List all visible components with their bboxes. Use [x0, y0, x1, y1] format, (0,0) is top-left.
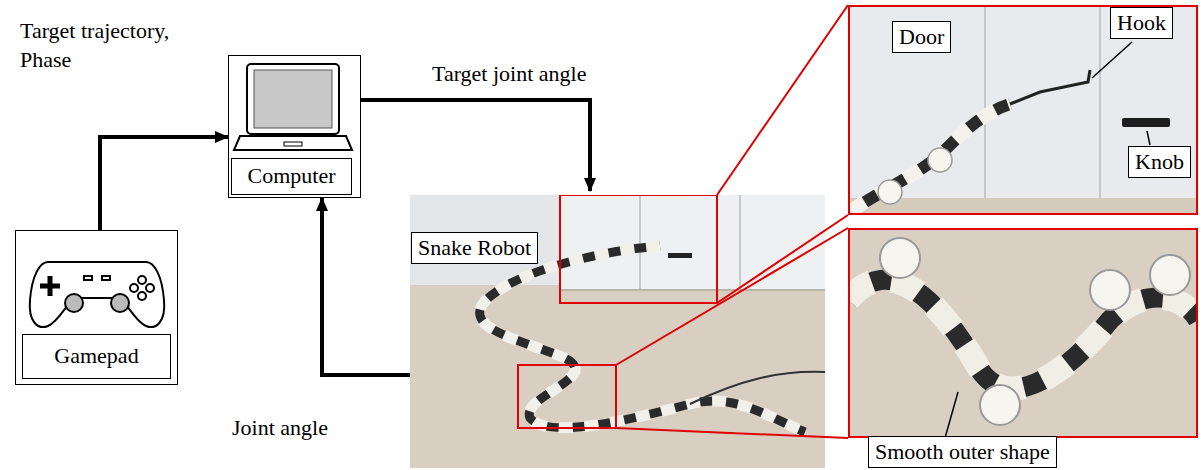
wheel	[878, 180, 902, 204]
gamepad-body	[30, 262, 165, 327]
leader-line	[945, 392, 958, 438]
gamepad-dpad	[40, 276, 60, 296]
snake-body	[848, 280, 1198, 389]
zoom-frame	[518, 365, 616, 428]
part-label: Hook	[1110, 7, 1173, 39]
wall	[848, 5, 1198, 215]
computer-box: Computer	[228, 55, 361, 198]
gamepad-button	[130, 284, 138, 292]
wall-panel	[560, 195, 825, 290]
snake-modules	[480, 246, 805, 432]
laptop-touchpad	[284, 142, 302, 146]
door-zoom-photo	[848, 5, 1198, 215]
part-label: Door	[892, 21, 951, 53]
gamepad-button	[138, 276, 146, 284]
robot-photo	[410, 195, 825, 468]
signal-arrow	[361, 100, 590, 191]
gamepad-select	[84, 276, 92, 280]
photo-label: Snake Robot	[411, 232, 538, 264]
gamepad-box: Gamepad	[15, 230, 178, 385]
laptop-base	[234, 136, 352, 150]
panel-seam	[639, 195, 641, 290]
edge-label: Target trajectory, Phase	[20, 17, 225, 74]
snake-body	[480, 246, 805, 432]
edge-label: Joint angle	[232, 414, 328, 443]
signal-arrow	[322, 198, 410, 375]
robot-photo-frame: Snake Robot	[410, 195, 825, 468]
device-label: Computer	[231, 158, 352, 195]
laptop-icon	[234, 64, 352, 150]
zoom-panel: Door HookKnob	[848, 5, 1198, 215]
gamepad-button	[138, 292, 146, 300]
wheel	[880, 238, 920, 278]
gamepad-stick	[111, 294, 129, 312]
leader-line	[1092, 42, 1132, 78]
zoom-line	[717, 5, 848, 303]
laptop-screen-frame	[247, 64, 339, 134]
wheel	[1090, 270, 1130, 310]
signal-arrow	[100, 137, 228, 230]
shape-zoom-photo	[848, 228, 1198, 438]
wheel	[928, 148, 952, 172]
panel-seam	[739, 195, 741, 290]
floor	[410, 195, 825, 468]
laptop-screen	[254, 70, 332, 128]
knob	[1122, 118, 1170, 127]
hook	[1010, 70, 1090, 104]
zoom-line	[616, 228, 848, 438]
gamepad-icon	[30, 262, 165, 327]
leader-line	[1147, 131, 1150, 145]
snake-modules	[850, 104, 1010, 212]
edge-label: Target joint angle	[432, 60, 586, 89]
snake-body	[850, 104, 1010, 212]
zoom-panel: Smooth outer shape	[848, 228, 1198, 438]
wheel	[1150, 255, 1190, 295]
gamepad-button	[146, 284, 154, 292]
floor	[848, 198, 1198, 215]
part-label: Knob	[1128, 146, 1191, 178]
gamepad-stick	[65, 294, 83, 312]
zoom-frame	[560, 195, 717, 303]
panel-seam	[1099, 5, 1101, 215]
wheel	[980, 385, 1020, 425]
tether-cable	[690, 372, 825, 404]
gamepad-start	[102, 276, 110, 280]
device-label: Gamepad	[22, 334, 171, 379]
knob	[668, 253, 692, 258]
snake-modules	[848, 280, 1198, 389]
part-label: Smooth outer shape	[868, 436, 1057, 468]
floor	[848, 228, 1198, 438]
wall-base	[560, 289, 825, 291]
